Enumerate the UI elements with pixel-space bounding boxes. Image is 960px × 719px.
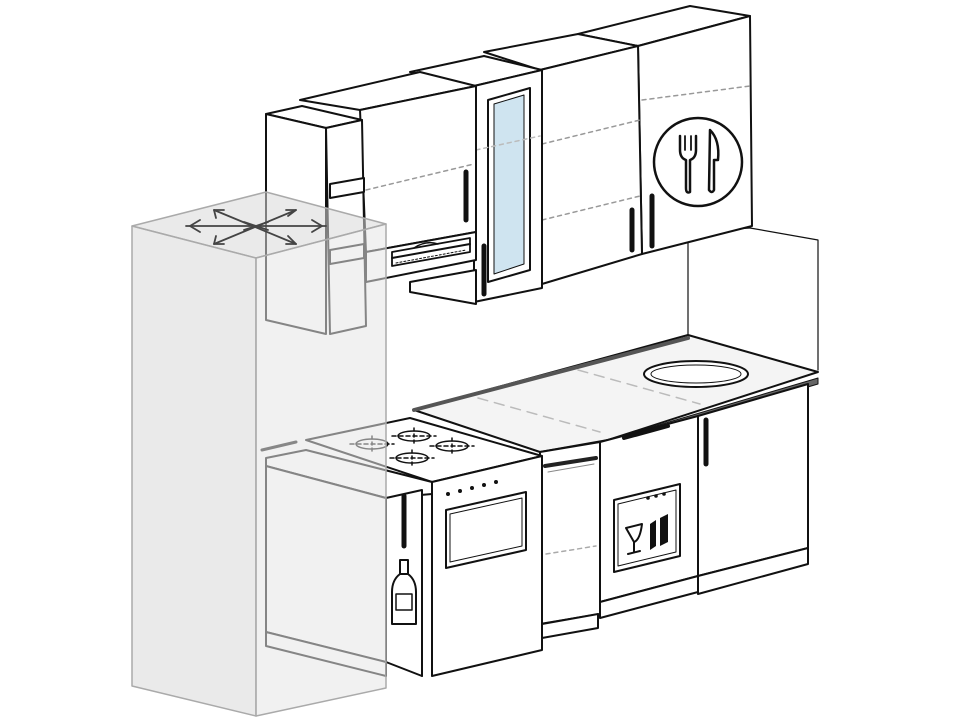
sink — [643, 360, 749, 388]
upper-cabinet-glass — [409, 55, 543, 303]
snowflake-icon — [185, 209, 327, 245]
wine-glass-icon — [613, 483, 681, 573]
hood-cabinet — [299, 71, 477, 305]
base-cabinet-right — [697, 383, 809, 595]
upper-cabinet-right — [577, 5, 753, 255]
oven-window — [445, 491, 527, 569]
range-hood — [391, 237, 471, 267]
fridge — [131, 191, 387, 717]
bottle-icon — [391, 559, 417, 625]
fork-knife-icon — [652, 116, 744, 208]
stove-knobs — [446, 480, 498, 496]
base-cabinet-narrow — [539, 441, 601, 639]
upper-cabinet-middle — [483, 33, 643, 285]
dishwasher-cabinet — [599, 415, 699, 619]
